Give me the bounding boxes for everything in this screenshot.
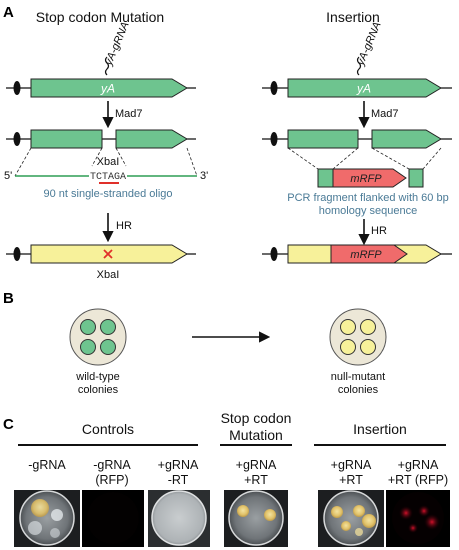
wild-type-label-1: wild-type	[75, 371, 119, 383]
insertion-heading: Insertion	[353, 421, 407, 437]
plate-stop-codon	[224, 490, 288, 547]
plate-6-label-1: +gRNA	[398, 458, 439, 472]
mrfp-label-top: mRFP	[350, 173, 382, 185]
hr-label-right: HR	[371, 225, 387, 237]
left-homology-arm	[317, 168, 334, 188]
homology-dash-3	[115, 147, 127, 167]
plate-insertion	[318, 490, 384, 547]
ya-gene-label-left: yA	[100, 82, 115, 96]
insertion-title: Insertion	[326, 9, 380, 25]
flank-dash-2	[332, 147, 359, 170]
plate-2-label-2: (RFP)	[95, 473, 128, 487]
centromere-right-3	[270, 247, 278, 261]
mrfp-insert-fragment	[332, 168, 407, 188]
plate-no-grna-rfp	[82, 490, 144, 547]
plate-5-label-2: +RT	[339, 473, 363, 487]
stop-codon-heading-2: Mutation	[229, 427, 283, 443]
three-prime-label: 3'	[200, 170, 208, 182]
plate-1-label-1: -gRNA	[28, 458, 66, 472]
null-mutant-label-1: null-mutant	[331, 371, 385, 383]
stop-codon-title: Stop codon Mutation	[36, 9, 164, 25]
mrfp-label-bottom: mRFP	[350, 249, 382, 261]
stop-mutation-marker	[103, 249, 113, 259]
controls-heading: Controls	[82, 421, 134, 437]
panel-b-letter: B	[3, 290, 14, 307]
plate-3-label-2: -RT	[168, 473, 189, 487]
stop-codon-heading-1: Stop codon	[221, 410, 292, 426]
xbai-label-bottom: XbaI	[97, 269, 120, 281]
plate-4-label-2: +RT	[244, 473, 268, 487]
wild-type-plate	[69, 308, 127, 366]
plate-3-label-1: +gRNA	[158, 458, 199, 472]
centromere-left-1	[13, 81, 21, 95]
mrfp-integrated	[330, 244, 408, 264]
homology-dash-4	[186, 147, 198, 177]
panel-c-letter: C	[3, 416, 14, 433]
wild-type-label-2: colonies	[78, 384, 119, 396]
xbai-label-top: XbaI	[97, 156, 120, 168]
mad7-label-right: Mad7	[371, 108, 399, 120]
null-mutant-plate	[329, 308, 387, 366]
ya-gene-label-right: yA	[356, 82, 371, 96]
flank-dash-1	[287, 147, 319, 170]
cut-fragment-left-a	[30, 129, 103, 149]
homology-dash-1	[14, 147, 32, 177]
null-mutant-colony	[340, 319, 356, 335]
plate-6-label-2: +RT (RFP)	[388, 473, 448, 487]
grna-label-right: yA-gRNA	[354, 20, 383, 68]
grna-squiggle-left	[104, 56, 110, 76]
cut-fragment-right-b	[371, 129, 442, 149]
null-mutant-colony	[360, 339, 376, 355]
fragment-description-2: homology sequence	[319, 205, 417, 217]
wild-type-colony	[80, 319, 96, 335]
null-mutant-colony	[360, 319, 376, 335]
flank-dash-3	[371, 147, 410, 170]
grna-squiggle-right	[356, 56, 362, 76]
cut-fragment-right-a	[287, 129, 359, 149]
five-prime-label: 5'	[4, 170, 12, 182]
wild-type-colony	[100, 319, 116, 335]
null-mutant-colony	[340, 339, 356, 355]
plate-5-label-1: +gRNA	[331, 458, 372, 472]
ya-gene-right	[287, 78, 442, 98]
null-mutant-label-2: colonies	[338, 384, 379, 396]
wild-type-colony	[80, 339, 96, 355]
flank-dash-4	[422, 147, 442, 170]
plate-grna-no-rt	[148, 490, 210, 547]
xbai-sequence: TCTAGA	[90, 172, 126, 183]
wild-type-colony	[100, 339, 116, 355]
centromere-left-3	[13, 247, 21, 261]
fragment-description-1: PCR fragment flanked with 60 bp	[287, 192, 448, 204]
ya-gene-left	[30, 78, 188, 98]
hr-label-left: HR	[116, 220, 132, 232]
centromere-right-2	[270, 132, 278, 146]
plate-insertion-rfp	[386, 490, 450, 547]
centromere-right-1	[270, 81, 278, 95]
centromere-left-2	[13, 132, 21, 146]
homology-dash-2	[91, 147, 103, 167]
cut-fragment-left-b	[115, 129, 188, 149]
oligo-description: 90 nt single-stranded oligo	[43, 188, 172, 200]
panel-a-letter: A	[3, 4, 14, 21]
plate-2-label-1: -gRNA	[93, 458, 131, 472]
right-homology-arm	[408, 168, 424, 188]
mad7-label-left: Mad7	[115, 108, 143, 120]
plate-no-grna	[14, 490, 80, 547]
grna-label-left: yA-gRNA	[102, 20, 131, 68]
plate-4-label-1: +gRNA	[236, 458, 277, 472]
